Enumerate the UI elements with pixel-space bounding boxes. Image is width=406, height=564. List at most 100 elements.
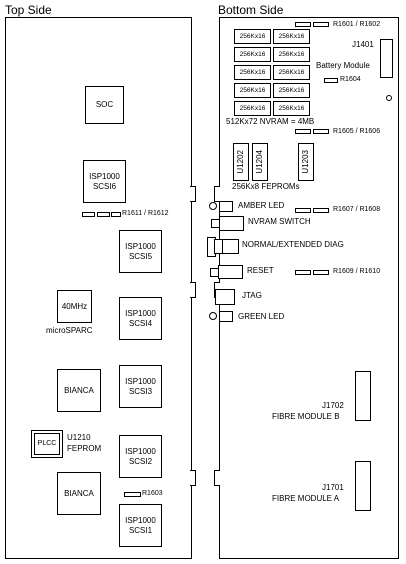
soc-chip: SOC xyxy=(85,86,124,124)
j1702-label: J1702 xyxy=(322,401,344,410)
resistor-r1608 xyxy=(313,208,329,213)
scsi2-chip: ISP1000 SCSI2 xyxy=(119,435,162,478)
ram-chip-label: 256Kx16 xyxy=(278,86,305,94)
scsi6-chip: ISP1000 SCSI6 xyxy=(83,160,126,203)
jtag-label: JTAG xyxy=(242,291,262,300)
scsi1-label: ISP1000 SCSI1 xyxy=(125,515,156,535)
r1611-label: R1611 / R1612 xyxy=(122,210,169,217)
board-notch xyxy=(214,186,220,202)
feprom-label: FEPROM xyxy=(67,444,102,453)
scsi5-chip: ISP1000 SCSI5 xyxy=(119,230,162,273)
amber-led xyxy=(209,202,217,210)
u1202-label: U1202 xyxy=(236,150,245,174)
u1203-label: U1203 xyxy=(301,150,310,174)
microsparc-label: microSPARC xyxy=(46,326,93,335)
ram-chip: 256Kx16 xyxy=(273,101,310,116)
ram-chip: 256Kx16 xyxy=(234,29,271,44)
fibre-module-a-label: FIBRE MODULE A xyxy=(272,494,340,503)
scsi1-chip: ISP1000 SCSI1 xyxy=(119,504,162,547)
nvram-switch[interactable] xyxy=(219,216,244,231)
ram-chip-label: 256Kx16 xyxy=(278,50,305,58)
ram-chip: 256Kx16 xyxy=(234,83,271,98)
j1701-connector xyxy=(355,461,371,511)
nvram-label: 512Kx72 NVRAM = 4MB xyxy=(226,117,315,126)
resistor-r1611b xyxy=(111,212,121,217)
resistor-r1602 xyxy=(313,22,329,27)
scsi4-label: ISP1000 SCSI4 xyxy=(125,308,156,328)
diag-switch-body[interactable] xyxy=(222,239,239,254)
battery-label: Battery Module xyxy=(316,61,370,70)
r1601-label: R1601 / R1602 xyxy=(333,21,381,28)
u1203-chip: U1203 xyxy=(298,143,314,181)
resistor-r1604 xyxy=(324,78,338,83)
nvram-switch-label: NVRAM SWITCH xyxy=(248,217,311,226)
resistor-r1603 xyxy=(124,492,141,497)
reset-button[interactable] xyxy=(218,265,243,279)
bianca-chip-1: BIANCA xyxy=(57,369,101,412)
board-notch xyxy=(190,282,196,298)
soc-label: SOC xyxy=(95,100,114,109)
ram-chip: 256Kx16 xyxy=(234,65,271,80)
scsi5-label: ISP1000 SCSI5 xyxy=(125,241,156,261)
bianca-label-2: BIANCA xyxy=(64,488,94,498)
resistor-r1609 xyxy=(295,270,311,275)
j1401-connector xyxy=(380,39,393,78)
ram-chip: 256Kx16 xyxy=(273,47,310,62)
board-notch xyxy=(190,186,196,202)
ram-chip-label: 256Kx16 xyxy=(239,50,266,58)
ram-chip: 256Kx16 xyxy=(273,29,310,44)
j1401-label: J1401 xyxy=(352,40,374,49)
oscillator: 40MHz xyxy=(57,290,92,323)
bottom-side-title: Bottom Side xyxy=(218,3,284,17)
plcc-chip: PLCC xyxy=(34,433,60,455)
ram-chip-label: 256Kx16 xyxy=(278,32,305,40)
green-led-housing xyxy=(219,311,233,322)
fibre-module-b-label: FIBRE MODULE B xyxy=(272,412,340,421)
green-led xyxy=(209,312,217,320)
ram-chip: 256Kx16 xyxy=(273,83,310,98)
u1202-chip: U1202 xyxy=(233,143,249,181)
bottom-side-board xyxy=(219,17,399,559)
ram-chip: 256Kx16 xyxy=(273,65,310,80)
green-led-label: GREEN LED xyxy=(238,312,285,321)
diag-switch-label: NORMAL/EXTENDED DIAG xyxy=(242,240,344,249)
resistor-r1607 xyxy=(295,208,311,213)
u1204-label: U1204 xyxy=(255,150,264,174)
resistor-r1605 xyxy=(295,129,311,134)
amber-led-label: AMBER LED xyxy=(238,201,285,210)
r1603-label: R1603 xyxy=(142,490,163,497)
ram-chip-label: 256Kx16 xyxy=(239,68,266,76)
scsi3-label: ISP1000 SCSI3 xyxy=(125,376,156,396)
board-via xyxy=(386,95,392,101)
feproms-label: 256Kx8 FEPROMs xyxy=(232,182,300,191)
r1607-label: R1607 / R1608 xyxy=(333,206,381,213)
scsi2-label: ISP1000 SCSI2 xyxy=(125,446,156,466)
scsi4-chip: ISP1000 SCSI4 xyxy=(119,297,162,340)
bianca-label-1: BIANCA xyxy=(64,385,94,395)
board-notch xyxy=(190,470,196,486)
resistor-r1611 xyxy=(82,212,95,217)
ram-chip-label: 256Kx16 xyxy=(239,32,266,40)
oscillator-label: 40MHz xyxy=(61,301,88,311)
r1604-label: R1604 xyxy=(340,76,361,83)
u1204-chip: U1204 xyxy=(252,143,268,181)
resistor-r1601 xyxy=(295,22,311,27)
amber-led-housing xyxy=(219,201,233,212)
ram-chip: 256Kx16 xyxy=(234,47,271,62)
r1609-label: R1609 / R1610 xyxy=(333,268,381,275)
board-notch xyxy=(214,470,220,486)
r1605-label: R1605 / R1606 xyxy=(333,128,381,135)
ram-chip-label: 256Kx16 xyxy=(278,68,305,76)
resistor-r1606 xyxy=(313,129,329,134)
u1210-label: U1210 xyxy=(67,433,91,442)
top-side-title: Top Side xyxy=(5,3,52,17)
j1702-connector xyxy=(355,371,371,421)
ram-chip-label: 256Kx16 xyxy=(278,104,305,112)
plcc-label: PLCC xyxy=(37,440,57,447)
resistor-r1610 xyxy=(313,270,329,275)
ram-chip: 256Kx16 xyxy=(234,101,271,116)
j1701-label: J1701 xyxy=(322,483,344,492)
ram-chip-label: 256Kx16 xyxy=(239,104,266,112)
bianca-chip-2: BIANCA xyxy=(57,472,101,515)
scsi3-chip: ISP1000 SCSI3 xyxy=(119,365,162,408)
